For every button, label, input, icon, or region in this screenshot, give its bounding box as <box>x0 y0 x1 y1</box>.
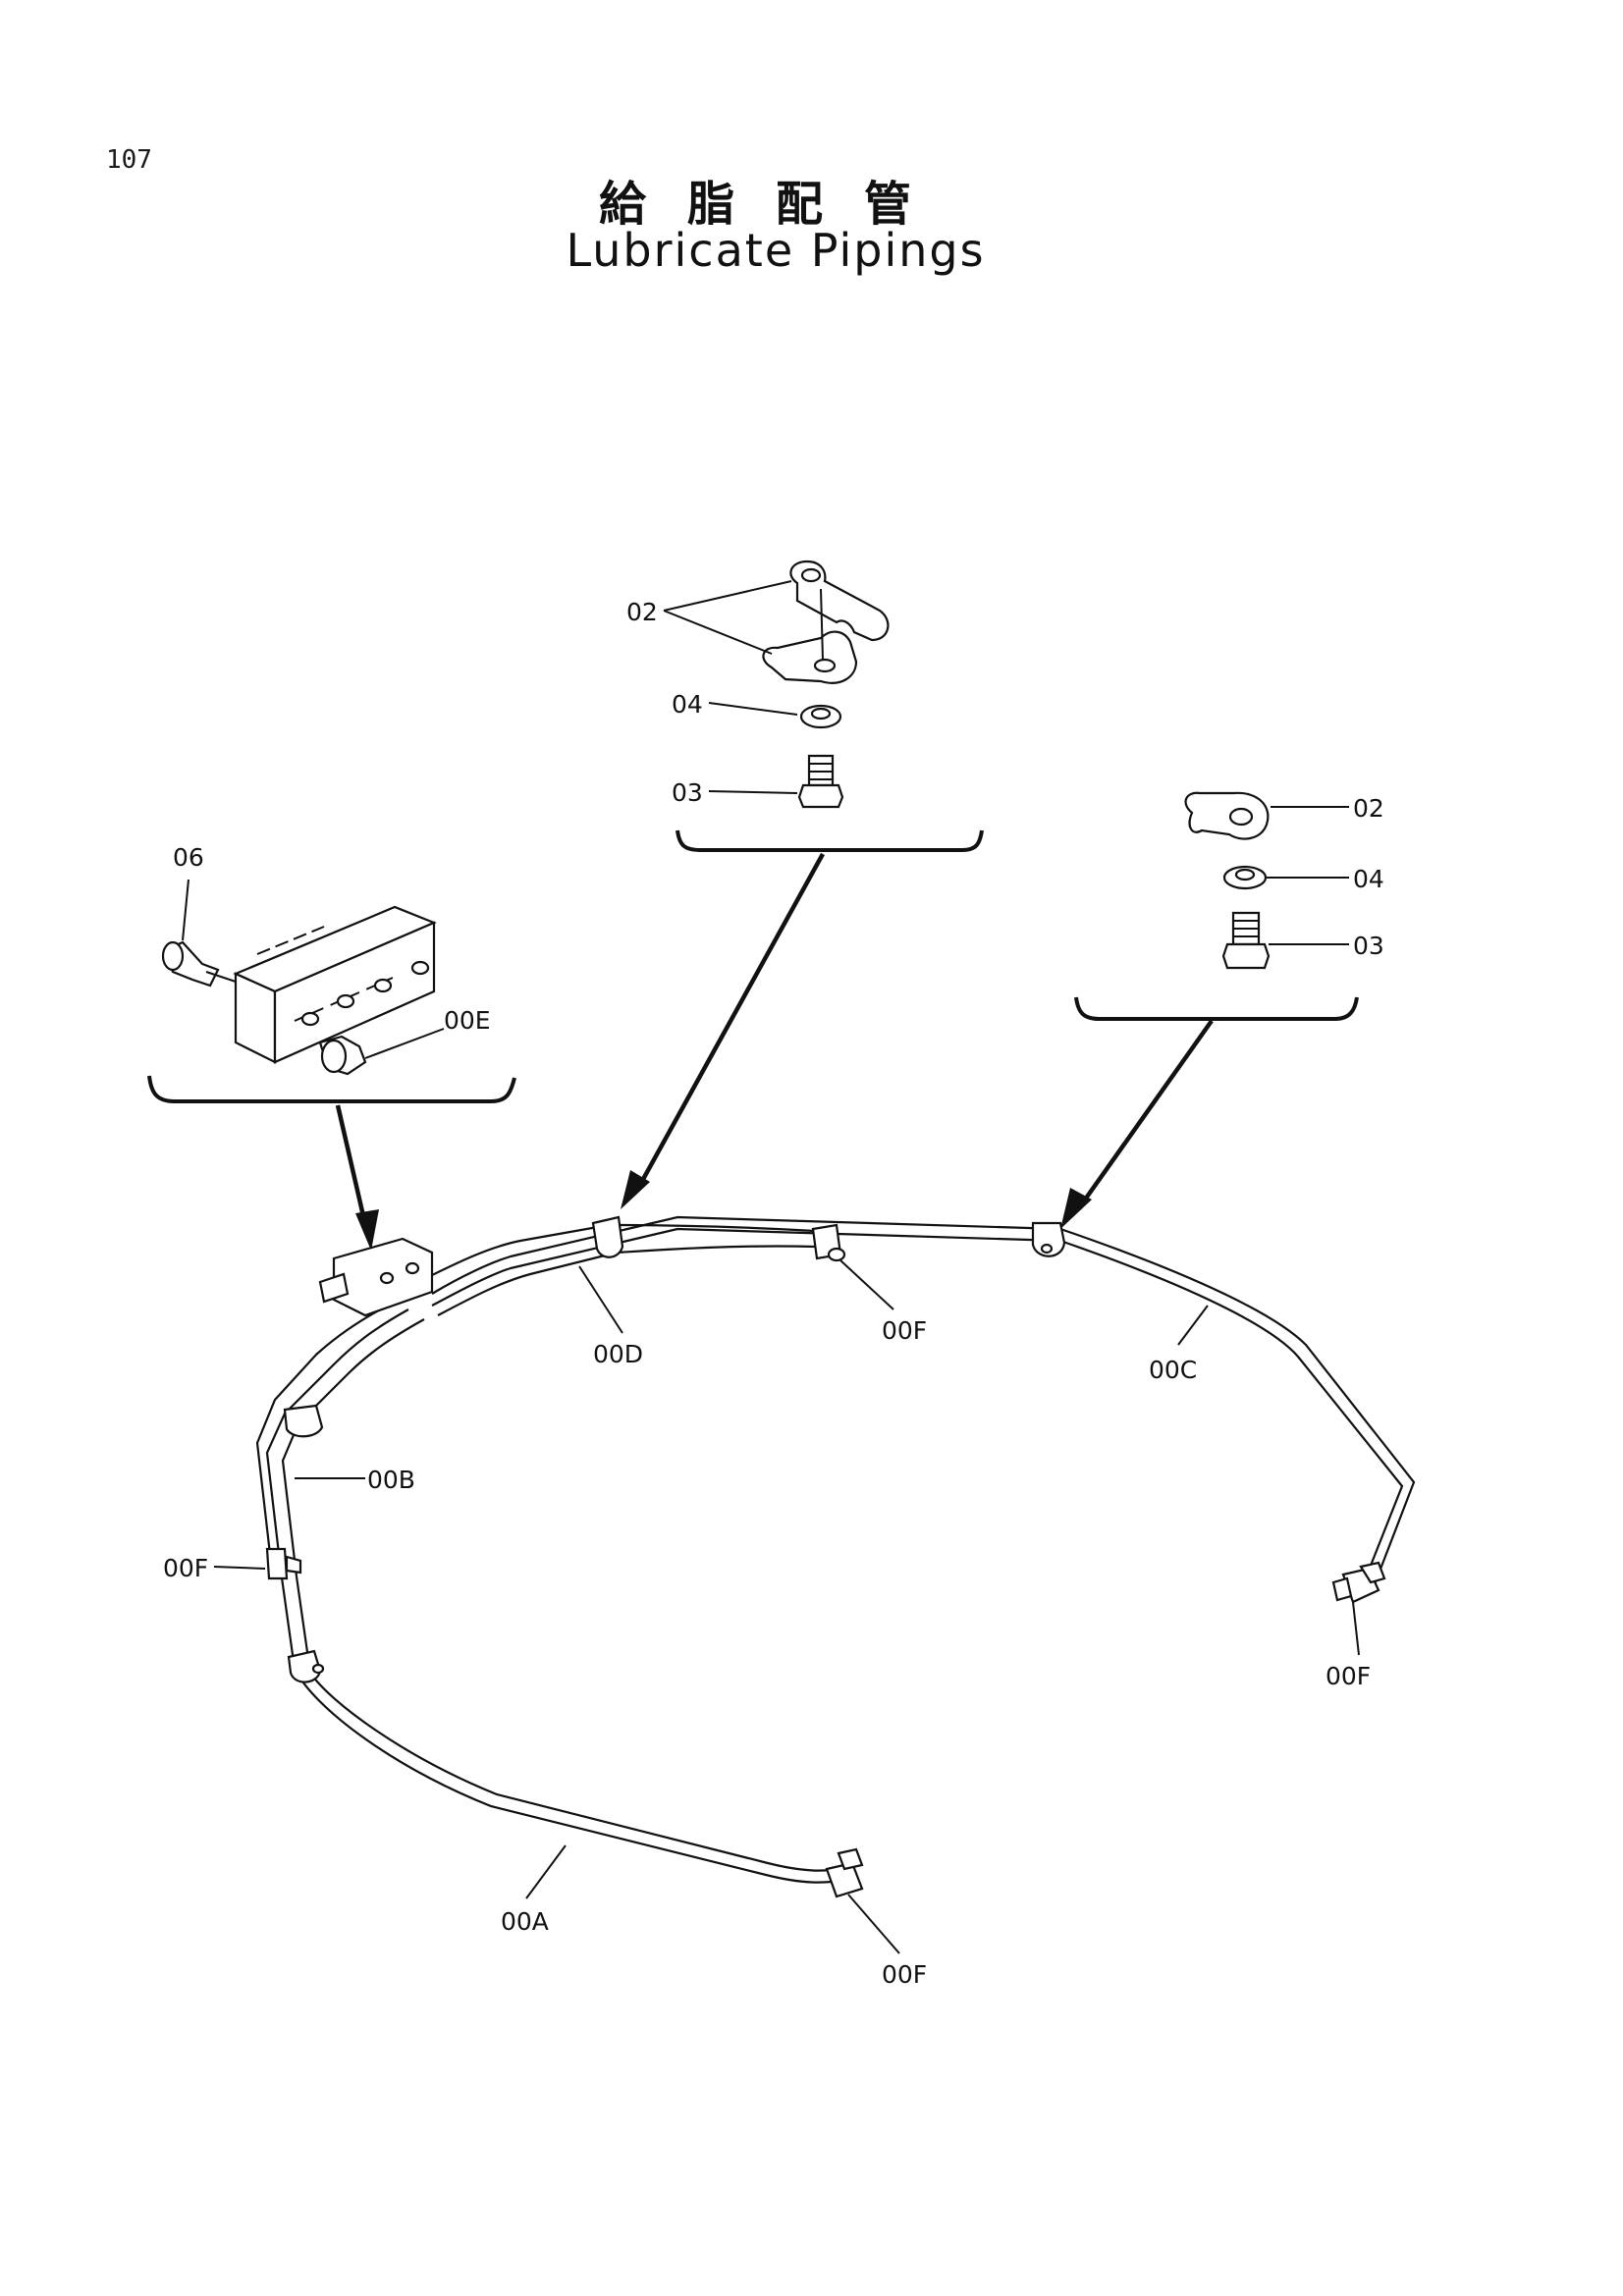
leader-left-00E <box>364 1028 445 1059</box>
right-bolt-head <box>1221 942 1271 970</box>
label-right-02: 02 <box>1353 794 1384 823</box>
pipe-labels: 00D 00F 00C 00B 00F 00F 00A 00F <box>163 1259 1371 1989</box>
left-detail-group: 06 00E <box>147 843 516 1103</box>
label-top-03: 03 <box>672 778 703 807</box>
leader-00F-mid <box>839 1259 894 1310</box>
label-top-02: 02 <box>626 598 658 626</box>
arrowhead-top <box>621 1170 650 1209</box>
right-clamp <box>1184 791 1270 840</box>
leader-00F-bottom <box>847 1894 900 1954</box>
leader-00D <box>578 1265 623 1334</box>
arrow-right-detail <box>1076 1019 1214 1211</box>
leader-top-02-a <box>663 580 792 612</box>
top-clamp-upper-hole <box>800 567 822 583</box>
right-washer-hole <box>1234 868 1256 881</box>
pipe-00A <box>294 1668 841 1884</box>
leader-00F-right <box>1352 1601 1360 1656</box>
top-clamp-center-line <box>820 588 824 661</box>
label-right-04: 04 <box>1353 865 1384 893</box>
top-bolt-head <box>797 783 844 809</box>
leader-top-04 <box>708 702 798 716</box>
leader-top-02-b <box>663 610 773 655</box>
top-detail-bracket <box>676 829 984 852</box>
right-detail-group: 02 04 03 <box>1074 791 1384 1021</box>
pipe-00B <box>265 1308 409 1670</box>
pointer-arrows <box>335 852 1214 1251</box>
label-00F-bottom: 00F <box>882 1960 927 1989</box>
label-00A: 00A <box>501 1907 549 1936</box>
leader-00F-left <box>213 1566 266 1570</box>
top-washer-hole <box>810 707 832 721</box>
label-00D: 00D <box>593 1340 643 1368</box>
label-00F-right: 00F <box>1325 1662 1371 1690</box>
arrow-top-detail <box>634 852 825 1194</box>
left-detail-bracket <box>147 1075 516 1103</box>
top-clamp-lower-hole <box>813 658 837 673</box>
pipe-routing <box>255 1215 1416 1898</box>
label-left-06: 06 <box>173 843 204 872</box>
right-clamp-hole <box>1228 807 1254 827</box>
label-right-03: 03 <box>1353 932 1384 960</box>
top-clamp-lower <box>762 630 858 684</box>
arrowhead-right <box>1060 1188 1092 1229</box>
label-00C: 00C <box>1149 1356 1197 1384</box>
clamp-on-00D <box>591 1215 624 1258</box>
page-number: 107 <box>106 145 152 175</box>
label-00B: 00B <box>367 1466 415 1494</box>
label-00F-mid: 00F <box>882 1316 927 1345</box>
arrow-left-detail <box>335 1104 370 1234</box>
distribution-block-side <box>273 921 436 1064</box>
leader-00C <box>1177 1305 1209 1346</box>
title-english: Lubricate Pipings <box>566 224 986 277</box>
top-detail-group: 02 04 03 <box>626 560 984 852</box>
title-japanese: 給脂配管 <box>598 177 952 232</box>
right-detail-bracket <box>1074 996 1359 1021</box>
label-left-00E: 00E <box>444 1006 491 1035</box>
leader-00A <box>525 1844 567 1899</box>
label-00F-left: 00F <box>163 1554 208 1582</box>
pipe-00C <box>431 1215 1416 1585</box>
leader-left-06 <box>182 879 189 941</box>
label-top-04: 04 <box>672 690 703 719</box>
fitting-00F-left <box>265 1547 289 1580</box>
arrowhead-left <box>355 1209 379 1251</box>
leader-top-03 <box>708 790 798 794</box>
clamp-on-00B <box>283 1404 324 1438</box>
